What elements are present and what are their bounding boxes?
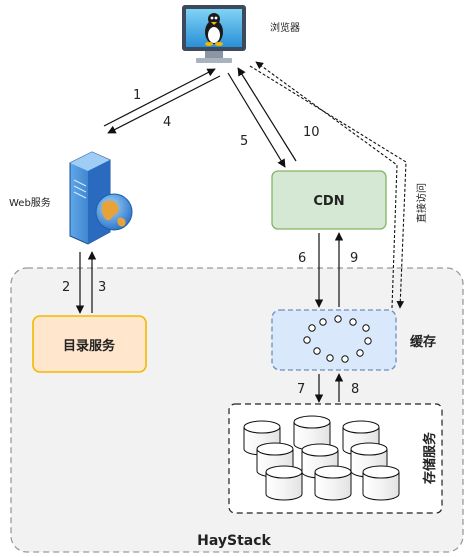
edge-label-1: 1 (133, 88, 141, 103)
storage-service-label: 存储服务 (422, 431, 438, 484)
direct-access-label: 直接访问 (415, 183, 428, 223)
database-cylinder-icon (243, 415, 400, 501)
browser-label: 浏览器 (270, 21, 300, 34)
cache-label: 缓存 (410, 334, 436, 350)
edge-label-2: 2 (62, 280, 70, 295)
edge-label-3: 3 (98, 280, 106, 295)
edge-arrow-1 (103, 68, 216, 127)
direct-access-arrow-up (255, 61, 398, 309)
edge-label-4: 4 (163, 115, 171, 130)
storage-cylinder (362, 465, 400, 501)
cache-ring (303, 315, 372, 363)
edge-arrow-10 (237, 67, 297, 162)
edge-label-7: 7 (297, 382, 305, 397)
edge-arrow-4 (107, 75, 221, 134)
storage-cylinder (293, 415, 331, 451)
web-service-label: Web服务 (9, 196, 51, 209)
cdn-label: CDN (313, 194, 344, 209)
direct-access-arrow-down (249, 65, 407, 309)
server-with-globe-icon (69, 151, 133, 245)
directory-service-label: 目录服务 (63, 338, 116, 354)
storage-cylinder (314, 465, 352, 501)
edge-label-8: 8 (351, 382, 359, 397)
edge-label-10: 10 (303, 125, 320, 140)
cdn-box (271, 170, 387, 230)
storage-cylinder (265, 465, 303, 501)
edge-label-6: 6 (298, 251, 306, 266)
monitor-with-penguin-icon (182, 5, 246, 63)
edge-arrow-5 (227, 72, 286, 168)
cache-box (271, 309, 397, 371)
haystack-label: HayStack (197, 533, 271, 549)
edge-label-9: 9 (350, 251, 358, 266)
directory-service-box (32, 315, 147, 373)
edge-label-5: 5 (240, 134, 248, 149)
